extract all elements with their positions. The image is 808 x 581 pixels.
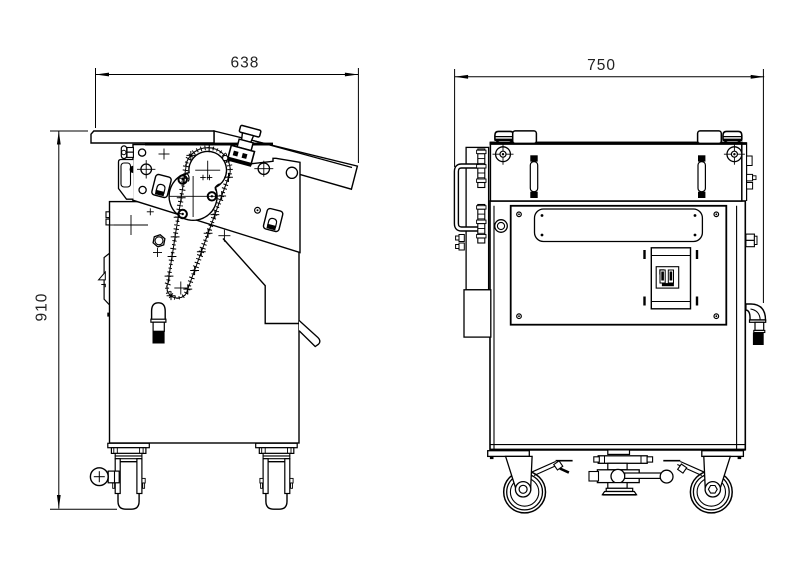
svg-text:638: 638: [230, 55, 259, 72]
svg-text:750: 750: [587, 57, 616, 74]
svg-text:910: 910: [34, 293, 51, 322]
